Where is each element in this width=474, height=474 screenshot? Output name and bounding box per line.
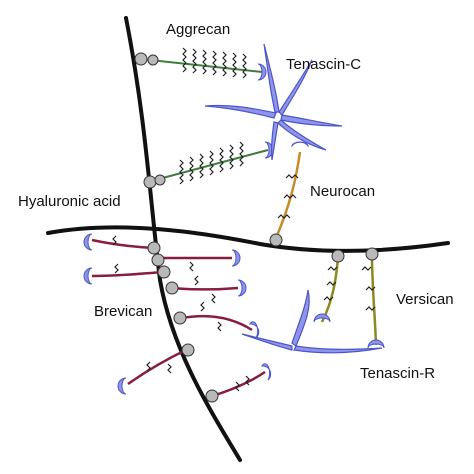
- link-protein-icon: [365, 247, 379, 261]
- g3-domain-icon: [249, 321, 260, 339]
- g3-domain-icon: [313, 313, 331, 323]
- link-protein-icon: [173, 311, 187, 325]
- gag-chain-icon: [146, 361, 172, 374]
- tenascin-arm-icon: [241, 333, 293, 351]
- label-neurocan: Neurocan: [310, 183, 375, 200]
- brevican-molecule-2: [151, 249, 241, 272]
- gag-chain-icon: [182, 47, 247, 79]
- gag-chain-icon: [200, 301, 222, 332]
- label-brevican: Brevican: [94, 303, 152, 320]
- brevican-molecule-5: [173, 301, 260, 339]
- g3-domain-icon: [83, 267, 93, 285]
- gag-chain-icon: [179, 141, 244, 185]
- link-protein-icon: [143, 175, 157, 189]
- link-protein-icon: [269, 233, 283, 247]
- link-protein-icon: [331, 249, 345, 263]
- tenascin-arm-icon: [204, 104, 277, 119]
- link-protein-icon: [157, 265, 171, 279]
- label-tenascin-c: Tenascin-C: [286, 56, 361, 73]
- brevican-molecule-3: [83, 263, 171, 285]
- link-protein-icon: [134, 52, 148, 66]
- g3-domain-icon: [237, 279, 247, 297]
- tenascin-arm-icon: [263, 43, 280, 113]
- gag-chain-icon: [277, 174, 299, 219]
- link-protein-icon: [181, 343, 195, 357]
- tenascin-arm-icon: [277, 119, 327, 151]
- tenascin-c-hexabrachion: [204, 43, 343, 161]
- gag-chain-icon: [235, 375, 250, 392]
- gag-chain-icon: [323, 266, 338, 301]
- gag-chain-icon: [361, 266, 376, 311]
- label-aggrecan: Aggrecan: [166, 21, 230, 38]
- versican-molecule-right: [361, 247, 385, 349]
- hyaluronan-strand-vertical: [124, 16, 242, 462]
- brevican-molecule-1: [83, 233, 161, 255]
- tenascin-arm-icon: [293, 345, 383, 354]
- g1-domain-icon: [154, 174, 166, 186]
- gag-chain-icon: [194, 275, 216, 304]
- label-tenascin-r: Tenascin-R: [360, 365, 435, 382]
- g1-domain-icon: [147, 54, 159, 66]
- link-protein-icon: [205, 389, 219, 403]
- brevican-molecule-6: [117, 343, 195, 395]
- tenascin-arm-icon: [280, 114, 343, 127]
- neurocan-molecule: [269, 141, 309, 247]
- g3-domain-icon: [231, 249, 241, 267]
- tenascin-arm-icon: [271, 121, 279, 161]
- link-protein-icon: [151, 253, 165, 267]
- label-hyaluronic-acid: Hyaluronic acid: [18, 193, 121, 210]
- tenascin-arm-icon: [278, 59, 313, 116]
- g3-domain-icon: [261, 363, 272, 381]
- g3-domain-icon: [83, 233, 93, 251]
- brevican-molecule-4: [165, 275, 247, 304]
- versican-molecule-left: [313, 249, 345, 323]
- label-versican: Versican: [396, 291, 454, 308]
- tenascin-arm-icon: [291, 289, 310, 347]
- g3-domain-icon: [257, 63, 267, 81]
- g3-domain-icon: [367, 339, 385, 349]
- g3-domain-icon: [291, 141, 309, 148]
- gag-chain-icon: [112, 235, 117, 246]
- g3-domain-icon: [117, 377, 127, 395]
- gag-chain-icon: [114, 263, 119, 274]
- aggrecan-molecule-top: [134, 47, 267, 81]
- hyaluronan-strand-horizontal: [46, 225, 450, 253]
- link-protein-icon: [147, 241, 161, 255]
- brevican-molecule-7: [205, 363, 272, 403]
- link-protein-icon: [165, 281, 179, 295]
- aggrecan-molecule-lower: [143, 141, 274, 189]
- gag-chain-icon: [189, 261, 194, 272]
- tenascin-r-trimer: [241, 289, 383, 354]
